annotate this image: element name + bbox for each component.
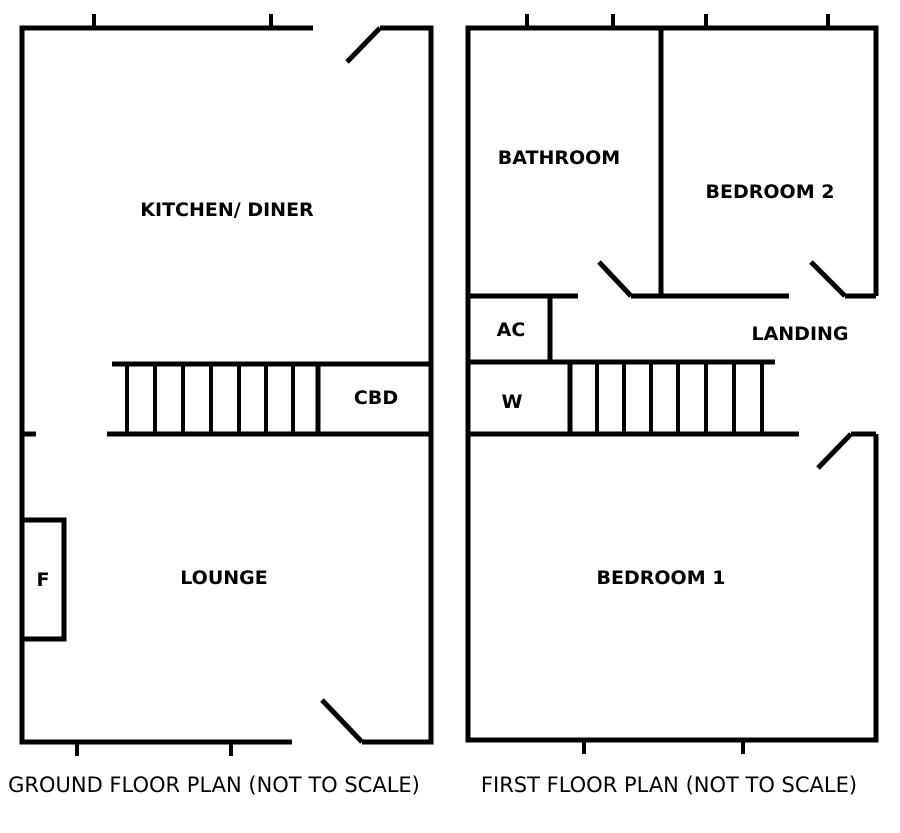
room-label-landing: LANDING (751, 323, 848, 345)
room-label-bathroom: BATHROOM (498, 147, 620, 169)
ground-floor-caption: GROUND FLOOR PLAN (NOT TO SCALE) (8, 773, 420, 797)
room-label-kitchen: KITCHEN/ DINER (140, 199, 314, 221)
ground-outer-walls (19, 25, 313, 745)
first-outer-walls (465, 25, 879, 743)
room-label-airing-cupboard: AC (497, 319, 526, 341)
bathroom-door (597, 260, 633, 298)
room-label-wardrobe: W (502, 391, 523, 413)
room-label-lounge: LOUNGE (180, 567, 268, 589)
bedroom1-door (816, 432, 853, 470)
first-staircase (567, 362, 764, 434)
fireplace (19, 517, 67, 642)
bedroom2-door (809, 260, 847, 298)
room-label-bedroom2: BEDROOM 2 (706, 181, 835, 203)
first-floor-caption: FIRST FLOOR PLAN (NOT TO SCALE) (481, 773, 857, 797)
ground-front-door (345, 26, 382, 64)
room-label-fireplace: F (37, 569, 50, 591)
ground-floor-plan: KITCHEN/ DINER CBD LOUNGE F GROUND FLOOR… (8, 14, 434, 797)
room-label-cupboard: CBD (354, 387, 398, 409)
ground-back-door (320, 698, 364, 744)
ground-staircase (125, 364, 321, 434)
ground-right-wall (362, 25, 434, 745)
first-floor-plan: BATHROOM BEDROOM 2 AC LANDING W BEDROOM … (465, 14, 879, 797)
room-label-bedroom1: BEDROOM 1 (597, 567, 726, 589)
